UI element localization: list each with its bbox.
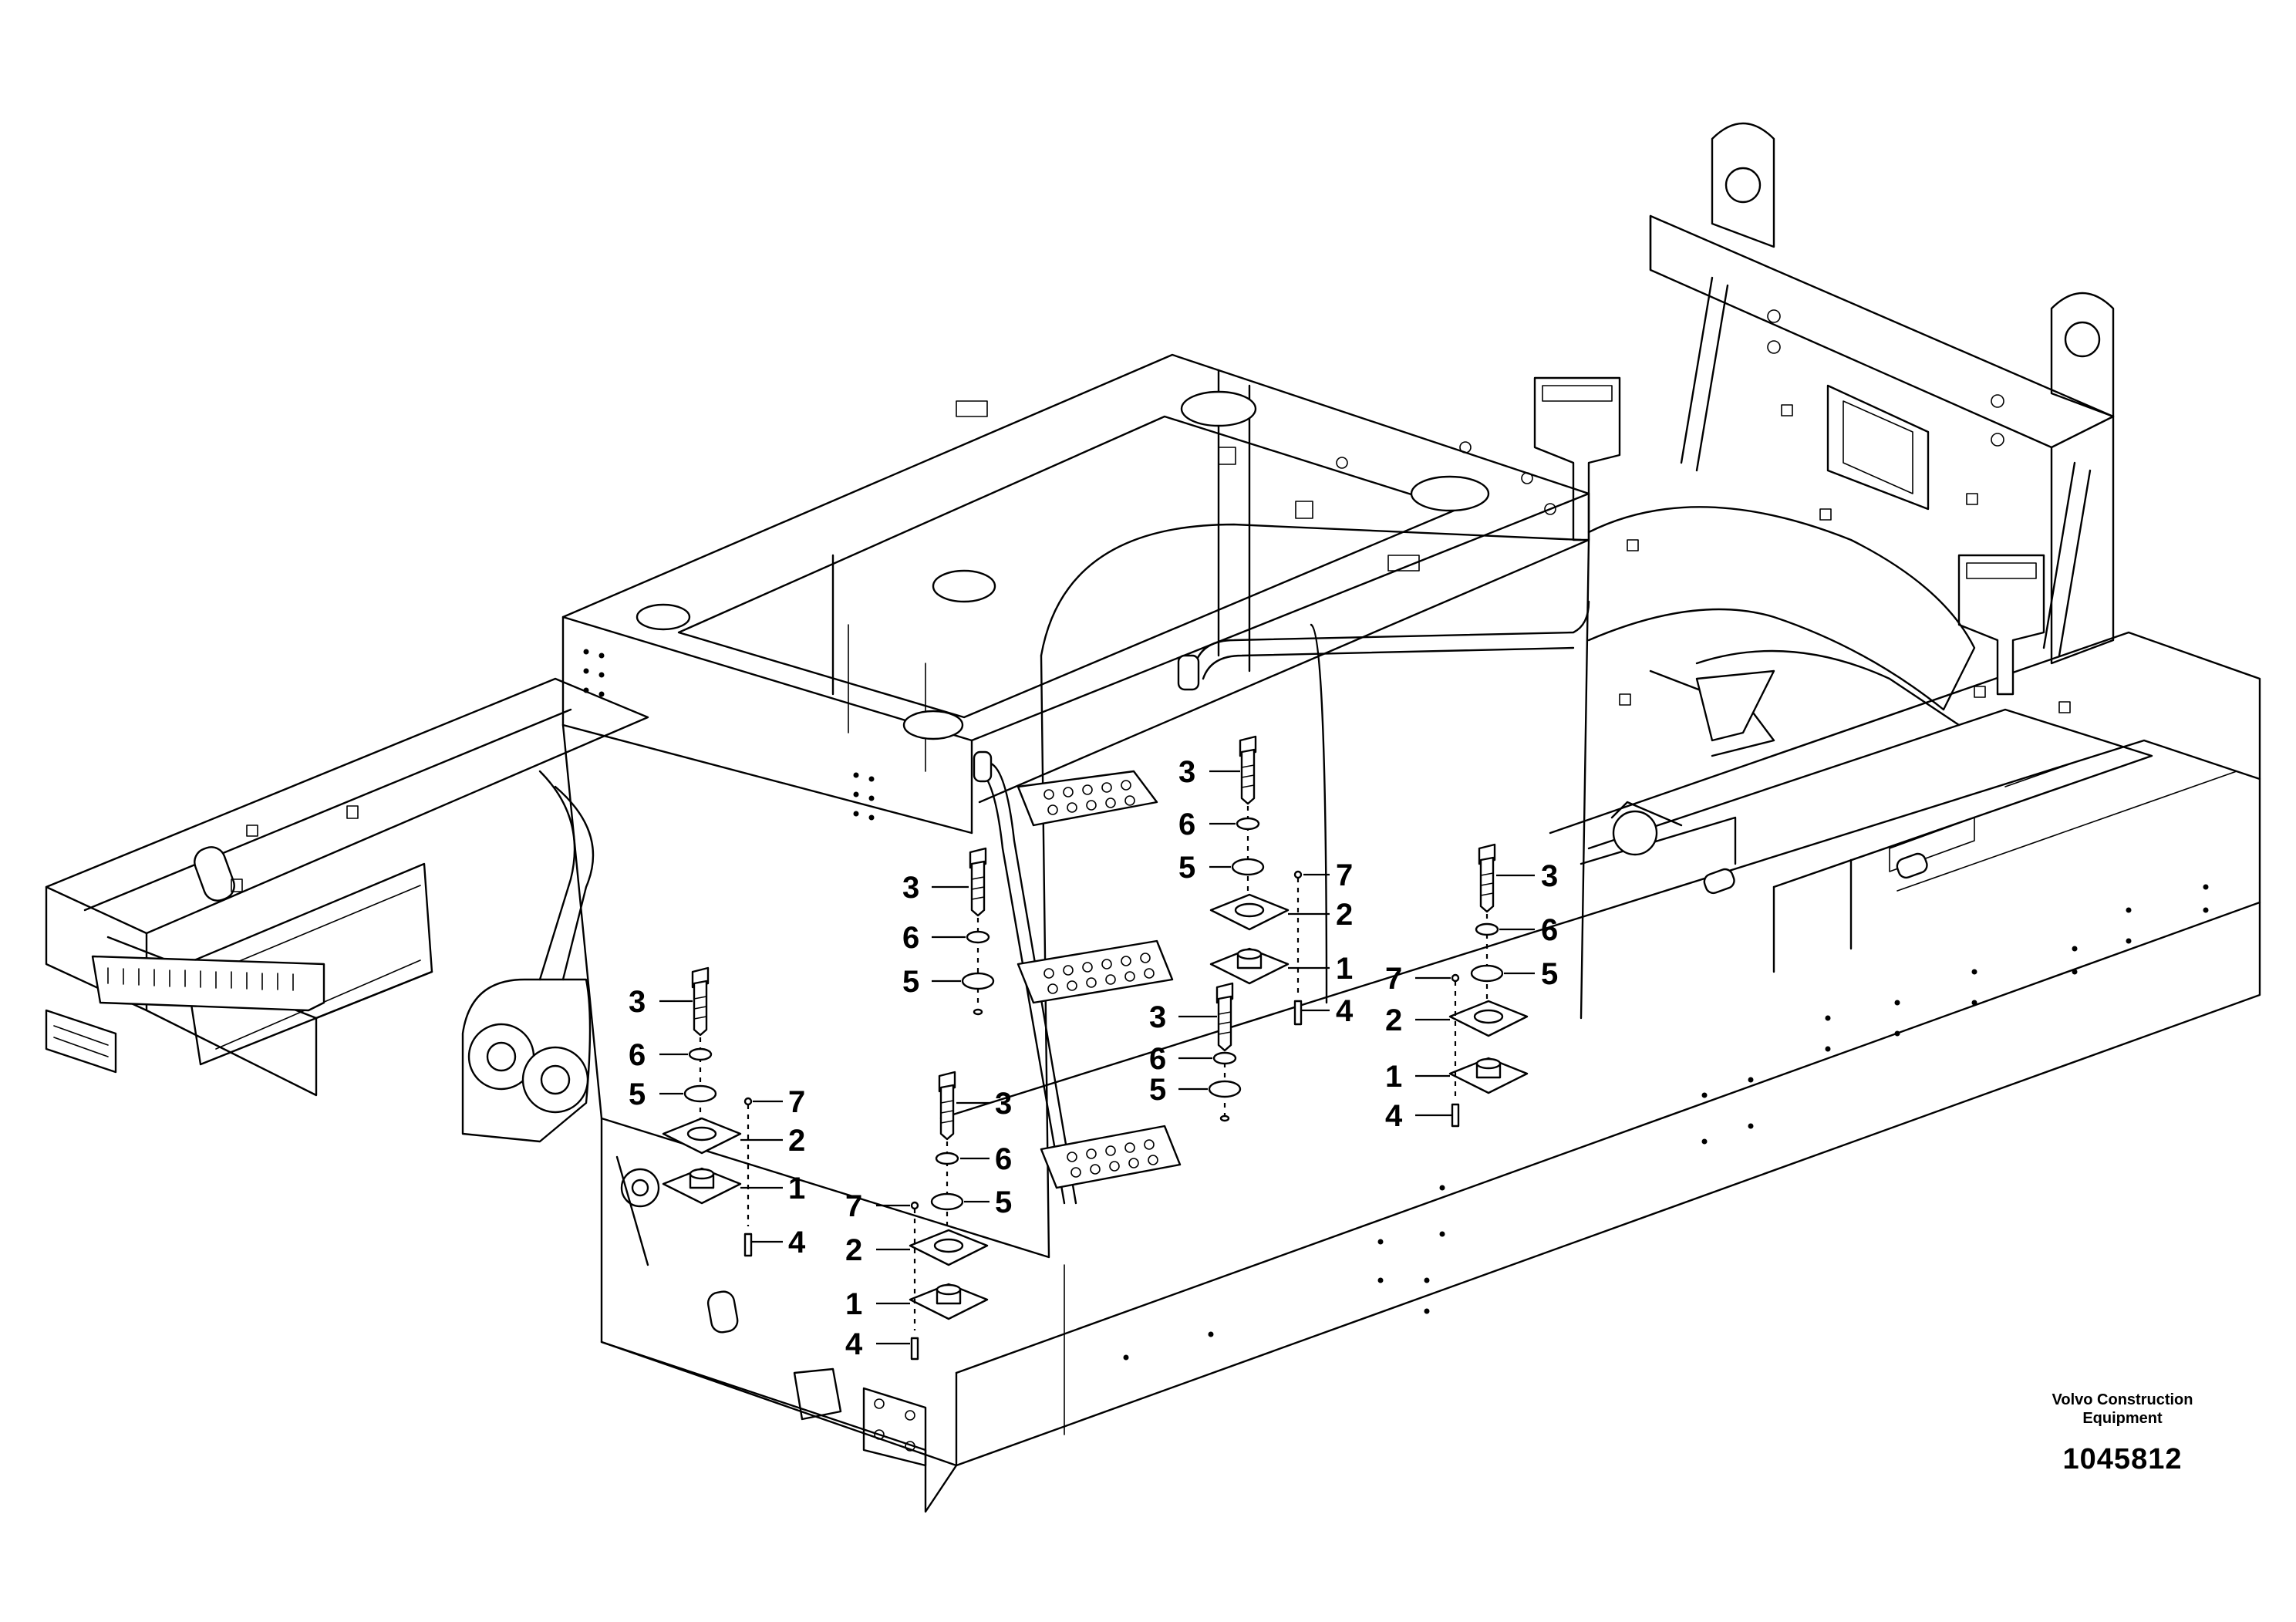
cab-support-box xyxy=(561,353,1590,835)
left-step-rung xyxy=(45,955,325,1074)
handrail xyxy=(973,600,1590,1205)
callout-front-left-2: 2 xyxy=(788,1124,805,1158)
callout-step-bolts-5: 5 xyxy=(902,965,919,999)
callout-front-left-5: 5 xyxy=(629,1077,646,1111)
callout-rear-center-1: 1 xyxy=(1336,952,1353,986)
callout-front-right-1: 1 xyxy=(845,1287,862,1321)
mount-group-mid-bolts xyxy=(1208,982,1242,1122)
rear-mount-bracket-left xyxy=(1533,376,1621,541)
callout-front-left-1: 1 xyxy=(788,1172,805,1206)
access-steps xyxy=(1017,770,1182,1189)
callout-front-left-6: 6 xyxy=(629,1038,646,1072)
front-panel xyxy=(561,523,1590,1513)
callout-rear-right-4: 4 xyxy=(1385,1099,1403,1133)
callout-mid-bolts-5: 5 xyxy=(1149,1073,1166,1107)
main-frame-dots xyxy=(1123,884,2209,1361)
callout-rear-right-1: 1 xyxy=(1385,1060,1402,1094)
swing-frame-center xyxy=(1587,506,2071,757)
callout-rear-right-3: 3 xyxy=(1541,859,1558,893)
rear-mount-bracket-right xyxy=(1957,554,2045,696)
bolt-part xyxy=(691,966,710,1037)
callout-front-right-5: 5 xyxy=(995,1185,1012,1219)
mount-group-rear-right xyxy=(1448,843,1529,1128)
callout-rear-center-4: 4 xyxy=(1336,994,1354,1028)
main-frame-right xyxy=(939,631,2261,1467)
callout-front-right-3: 3 xyxy=(995,1087,1012,1121)
callout-front-right-4: 4 xyxy=(845,1327,863,1361)
callout-front-left-3: 3 xyxy=(629,985,646,1019)
callout-mid-bolts-3: 3 xyxy=(1149,1000,1166,1034)
callout-rear-center-6: 6 xyxy=(1178,808,1195,841)
callout-mid-bolts-6: 6 xyxy=(1149,1042,1166,1076)
mount-group-front-left xyxy=(662,966,753,1257)
front-panel-bolt-holes xyxy=(583,649,875,821)
callout-front-right-2: 2 xyxy=(845,1233,862,1267)
publisher-name-line2: Equipment xyxy=(2082,1410,2163,1427)
callout-front-right-7: 7 xyxy=(845,1189,862,1223)
callout-rear-right-2: 2 xyxy=(1385,1003,1402,1037)
publisher-credit: Volvo Construction Equipment 1045812 xyxy=(2022,1391,2223,1476)
callout-front-right-6: 6 xyxy=(995,1142,1012,1176)
mount-group-rear-center xyxy=(1209,735,1303,1026)
callout-rear-center-7: 7 xyxy=(1336,858,1353,892)
mount-group-front-right xyxy=(909,1071,989,1361)
callout-rear-right-6: 6 xyxy=(1541,913,1558,947)
callout-rear-center-3: 3 xyxy=(1178,755,1195,789)
callout-front-left-7: 7 xyxy=(788,1085,805,1119)
leader-lines xyxy=(659,770,1535,1345)
callout-step-bolts-6: 6 xyxy=(902,921,919,955)
callout-rear-right-5: 5 xyxy=(1541,957,1558,991)
mount-group-step-bolts xyxy=(961,847,995,1016)
callout-labels: 3 6 5 7 2 1 4 3 6 5 7 2 1 4 3 6 5 3 6 5 … xyxy=(629,755,1558,1361)
boom-linkage xyxy=(461,770,595,1143)
callout-front-left-4: 4 xyxy=(788,1226,806,1259)
publisher-name-line1: Volvo Construction xyxy=(2052,1391,2193,1408)
counterweight-bracket xyxy=(1649,122,2115,665)
step-holes xyxy=(1043,780,1158,1178)
callout-rear-center-5: 5 xyxy=(1178,851,1195,885)
drawing-number: 1045812 xyxy=(2062,1443,2183,1475)
callout-step-bolts-3: 3 xyxy=(902,871,919,905)
callout-rear-center-2: 2 xyxy=(1336,898,1353,932)
callout-rear-right-7: 7 xyxy=(1385,962,1402,996)
